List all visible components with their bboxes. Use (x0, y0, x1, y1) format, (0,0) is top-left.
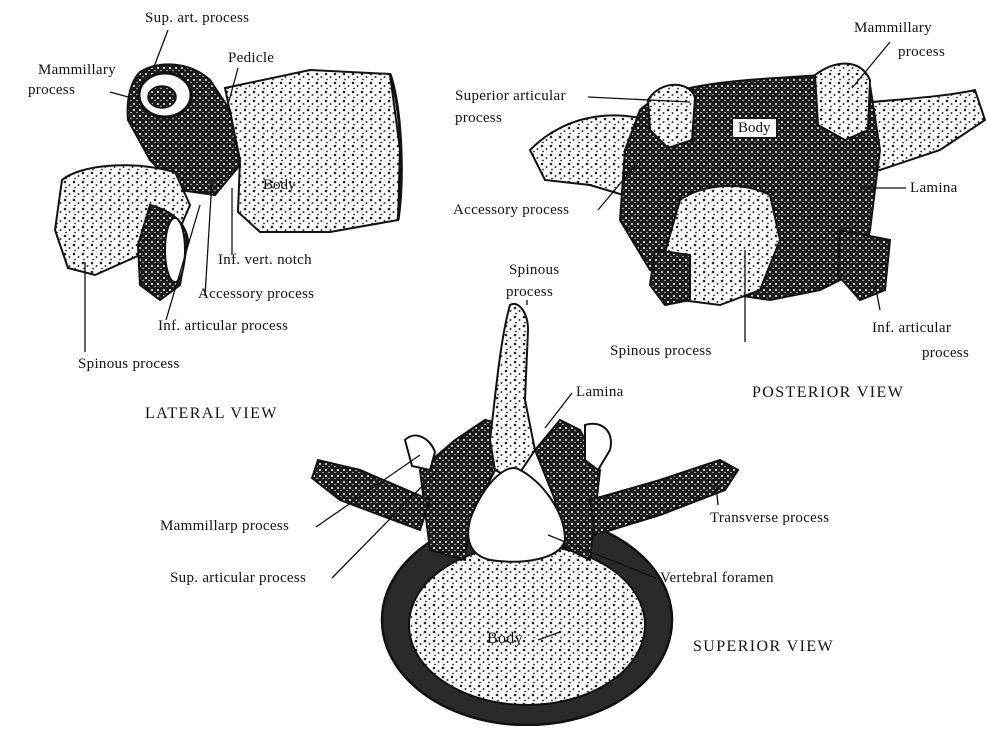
superior-view-title: SUPERIOR VIEW (693, 638, 834, 656)
posterior-sup-articular-label-line1: Superior articular (455, 88, 566, 105)
superior-spinous-label-line2: process (506, 284, 553, 301)
posterior-inf-articular-label-line2: process (922, 345, 969, 362)
posterior-view-title: POSTERIOR VIEW (752, 384, 904, 402)
superior-transverse-process-label: Transverse process (710, 510, 829, 527)
superior-vertebral-foramen-label: Vertebral foramen (660, 570, 774, 587)
lateral-pedicle-label: Pedicle (228, 50, 274, 67)
superior-sup-articular-process-label: Sup. articular process (170, 570, 306, 587)
posterior-body-label: Body (732, 118, 777, 138)
lateral-inf-articular-process-label: Inf. articular process (158, 318, 288, 335)
lateral-view-title: LATERAL VIEW (145, 405, 278, 423)
posterior-inf-articular-label-line1: Inf. articular (872, 320, 951, 337)
lateral-inf-vert-notch-label: Inf. vert. notch (218, 252, 312, 269)
posterior-spinous-process-label: Spinous process (610, 343, 712, 360)
lateral-mammillary-label-line2: process (28, 82, 75, 99)
lateral-accessory-process-label: Accessory process (198, 286, 314, 303)
superior-body-label: Body (487, 630, 523, 647)
posterior-mammillary-label-line1: Mammillary (854, 20, 932, 37)
posterior-accessory-process-label: Accessory process (453, 202, 569, 219)
lateral-body-label: Body (258, 176, 301, 194)
lateral-mammillary-label-line1: Mammillary (38, 62, 116, 79)
superior-lamina-label: Lamina (576, 384, 624, 401)
posterior-sup-articular-label-line2: process (455, 110, 502, 127)
lateral-spinous-process-label: Spinous process (78, 356, 180, 373)
posterior-lamina-label: Lamina (910, 180, 958, 197)
superior-spinous-label-line1: Spinous (509, 262, 559, 279)
superior-vertebra (312, 304, 738, 725)
lateral-sup-art-process-label: Sup. art. process (145, 10, 249, 27)
posterior-mammillary-label-line2: process (898, 44, 945, 61)
superior-mammillary-process-label: Mammillarp process (160, 518, 289, 535)
